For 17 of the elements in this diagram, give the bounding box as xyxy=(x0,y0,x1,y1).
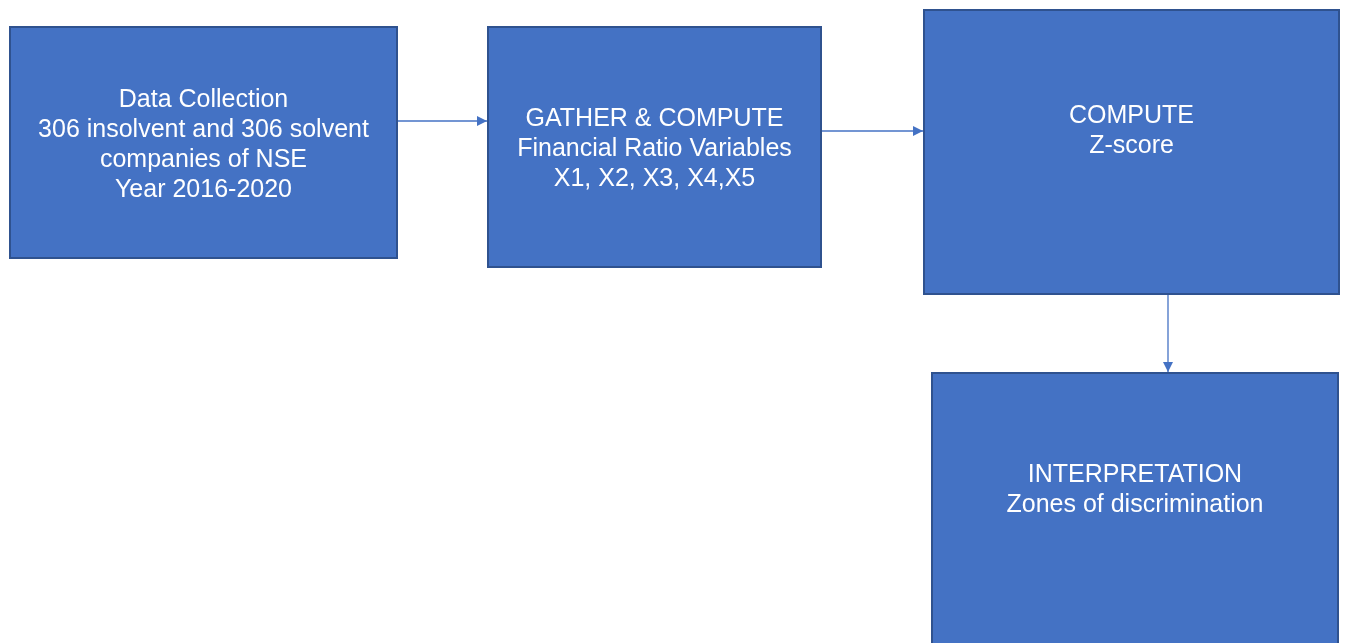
box-text: Zones of discrimination xyxy=(1006,488,1264,518)
arrow xyxy=(1162,294,1174,373)
process-box xyxy=(487,26,822,268)
box-text: 306 insolvent and 306 solvent companies of NSE xyxy=(37,112,370,173)
box-title: INTERPRETATION xyxy=(1027,458,1243,488)
box-text: X1, X2, X3, X4,X5 xyxy=(553,162,756,192)
arrow xyxy=(821,125,924,137)
box-title: COMPUTE xyxy=(1069,99,1194,129)
box-text: Z-score xyxy=(1089,129,1174,159)
process-box xyxy=(9,26,398,259)
process-box xyxy=(923,9,1340,295)
process-box xyxy=(931,372,1339,643)
box-text: Financial Ratio Variables xyxy=(517,132,792,162)
arrow xyxy=(397,115,488,127)
box-title: Data Collection xyxy=(118,82,289,113)
box-title: GATHER & COMPUTE xyxy=(525,102,784,132)
box-text: Year 2016-2020 xyxy=(115,172,292,203)
